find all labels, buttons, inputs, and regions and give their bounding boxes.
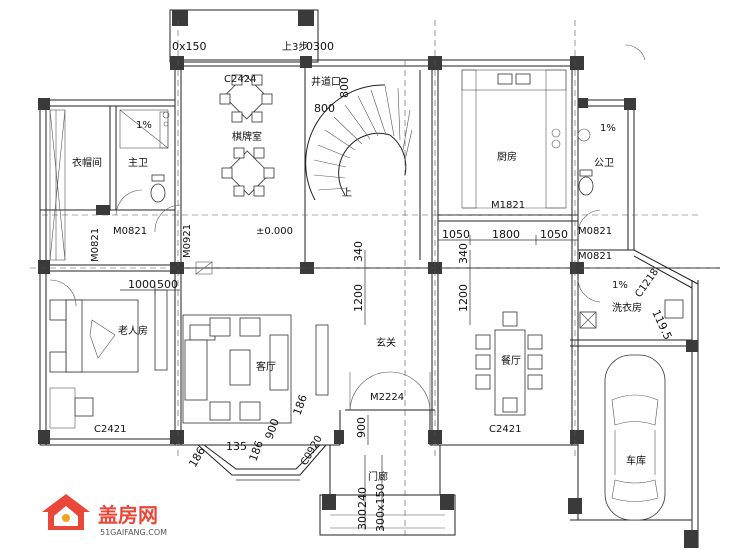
living-room-furniture bbox=[182, 314, 329, 424]
room-porch: 门廊 bbox=[368, 470, 388, 483]
garage-car bbox=[604, 354, 666, 521]
room-dining: 餐厅 bbox=[501, 354, 521, 367]
room-laundry: 洗衣房 bbox=[612, 301, 642, 314]
label-m0821-right-a: M0821 bbox=[578, 226, 612, 237]
dining-furniture bbox=[475, 311, 543, 416]
dim-1200-b: 1200 bbox=[457, 284, 470, 312]
label-slope-b: 1% bbox=[612, 280, 628, 291]
room-public-bath: 公卫 bbox=[594, 158, 614, 169]
room-closet: 衣帽间 bbox=[72, 156, 102, 169]
dim-500: 500 bbox=[157, 278, 178, 291]
label-pipe: 井道口 bbox=[311, 75, 341, 88]
label-steps: 上3步 bbox=[282, 41, 308, 53]
logo-domain: 51GAIFANG.COM bbox=[100, 528, 167, 537]
dim-186-b: 186 bbox=[291, 393, 310, 417]
master-bath-fixtures bbox=[119, 109, 170, 203]
dim-1000: 1000 bbox=[128, 278, 156, 291]
dim-300-a: 300 bbox=[356, 509, 369, 530]
label-elevation: ±0.000 bbox=[256, 226, 293, 237]
dim-800-a: 800 bbox=[314, 102, 335, 115]
dim-135: 135 bbox=[226, 440, 247, 453]
label-slope-c: 1% bbox=[136, 120, 152, 131]
room-master-bath: 主卫 bbox=[128, 157, 148, 169]
dim-900-v: 900 bbox=[355, 417, 368, 438]
dim-top-right: 0300 bbox=[306, 40, 334, 53]
dim-800-b: 800 bbox=[338, 77, 351, 98]
dim-300-b: 300x150 bbox=[374, 483, 387, 532]
label-m1821: M1821 bbox=[491, 200, 525, 211]
spiral-staircase bbox=[305, 70, 421, 260]
room-garage: 车库 bbox=[626, 454, 646, 467]
dim-240: 240 bbox=[356, 487, 369, 508]
house-logo-icon bbox=[42, 494, 90, 530]
dim-340-b: 340 bbox=[457, 243, 470, 264]
room-kitchen: 厨房 bbox=[497, 150, 517, 163]
dim-1800: 1800 bbox=[492, 228, 520, 241]
laundry-fixtures bbox=[579, 299, 684, 329]
room-labels: 衣帽间 主卫 棋牌室 厨房 公卫 老人房 客厅 玄关 餐厅 洗衣房 车库 门廊 bbox=[72, 130, 646, 483]
label-slope-a: 1% bbox=[600, 123, 616, 134]
label-m0921: M0921 bbox=[182, 224, 193, 258]
dim-1050-b: 1050 bbox=[540, 228, 568, 241]
dim-1050-a: 1050 bbox=[442, 228, 470, 241]
closet-area bbox=[49, 109, 66, 261]
logo-name: 盖房网 bbox=[98, 503, 158, 527]
label-c2424: C2424 bbox=[224, 74, 256, 85]
public-bath-fixtures bbox=[577, 128, 594, 196]
room-chess: 棋牌室 bbox=[232, 130, 262, 143]
elder-room-furniture bbox=[49, 289, 168, 429]
chess-room-furniture bbox=[219, 74, 275, 197]
label-c2421-left: C2421 bbox=[94, 424, 126, 435]
label-m0821-vert: M0821 bbox=[90, 228, 101, 262]
entry-door bbox=[345, 371, 435, 411]
site-logo: 盖房网 51GAIFANG.COM bbox=[42, 494, 167, 537]
dim-1200-a: 1200 bbox=[352, 284, 365, 312]
code-labels: C2424 井道口 上3步 M0821 M0921 M0821 ±0.000 上… bbox=[90, 41, 661, 468]
label-up: 上 bbox=[342, 187, 352, 199]
room-living: 客厅 bbox=[256, 360, 276, 373]
dimension-lines bbox=[120, 235, 578, 530]
dim-340-a: 340 bbox=[352, 241, 365, 262]
label-m0821-right-b: M0821 bbox=[578, 251, 612, 262]
label-m2224: M2224 bbox=[370, 392, 404, 403]
kitchen-fixtures bbox=[461, 69, 567, 209]
room-foyer: 玄关 bbox=[376, 336, 396, 349]
dim-186-c: 186 bbox=[186, 445, 208, 470]
structural-columns bbox=[38, 56, 698, 548]
room-elder: 老人房 bbox=[118, 324, 148, 337]
dim-top-left: 0x150 bbox=[172, 40, 207, 53]
label-m0821-left: M0821 bbox=[113, 226, 147, 237]
label-c1218: C1218 bbox=[633, 267, 661, 300]
label-c2421-right: C2421 bbox=[489, 424, 521, 435]
door-swings bbox=[49, 44, 646, 307]
dimension-labels: 0x150 0300 800 800 1000 500 1050 1800 10… bbox=[128, 40, 674, 532]
dim-186-a: 186 bbox=[247, 439, 266, 463]
